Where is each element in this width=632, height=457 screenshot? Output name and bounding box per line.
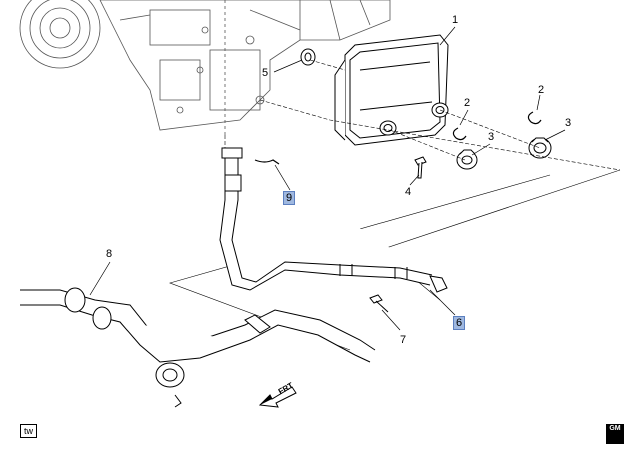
engine-block-illustration	[19, 0, 391, 135]
view-badge: tw	[20, 424, 37, 438]
callout-8: 8	[106, 248, 113, 260]
callout-3-left: 3	[488, 131, 495, 143]
bolt-part-lower	[369, 294, 389, 313]
callout-7: 7	[400, 334, 407, 346]
bolt-part	[414, 156, 427, 179]
callout-2-left: 2	[464, 97, 471, 109]
callout-5: 5	[262, 67, 269, 79]
hose-fitting-right	[528, 137, 552, 159]
upper-coolant-hose	[219, 147, 448, 293]
gm-logo-text: GM	[609, 425, 621, 432]
lower-coolant-hose	[20, 287, 376, 408]
gm-logo: GM	[606, 424, 624, 444]
leader-lines	[89, 26, 566, 331]
oil-cooler	[334, 34, 449, 146]
callout-4: 4	[405, 186, 412, 198]
alignment-lines	[224, 59, 621, 171]
hose-fitting-middle	[456, 149, 478, 170]
seal-part	[300, 48, 316, 66]
callout-9: 9	[283, 191, 296, 205]
retaining-clip-parts	[254, 111, 542, 165]
callout-6: 6	[453, 316, 466, 330]
front-direction-arrow-icon	[258, 386, 297, 408]
callout-3-right: 3	[565, 117, 572, 129]
callout-1: 1	[452, 14, 459, 26]
callout-2-right: 2	[538, 84, 545, 96]
